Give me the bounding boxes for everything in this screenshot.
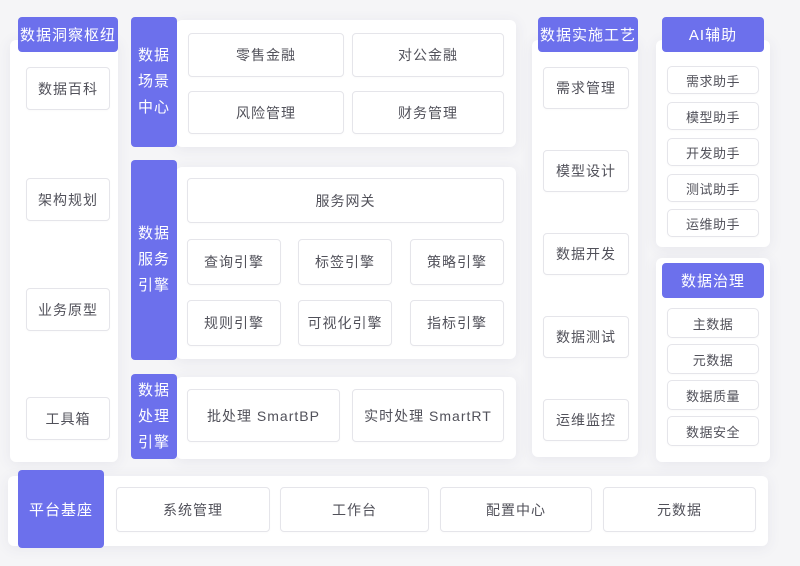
tag-engine: 标签引擎: [298, 239, 392, 285]
architecture-planning: 架构规划: [26, 178, 110, 221]
platform-header: 平台基座: [18, 470, 104, 548]
requirement-assistant: 需求助手: [667, 66, 759, 94]
model-assistant: 模型助手: [667, 102, 759, 130]
process-bar-line: 数据: [137, 381, 170, 399]
risk-management: 风险管理: [188, 91, 344, 134]
service-bar-line: 引擎: [137, 277, 170, 294]
data-security: 数据安全: [667, 416, 759, 446]
batch-processing-smartbp: 批处理 SmartBP: [187, 389, 340, 442]
ops-assistant: 运维助手: [667, 209, 759, 237]
process-bar-line: 处理: [137, 407, 170, 425]
insight-card: [10, 40, 118, 462]
business-prototype: 业务原型: [26, 288, 110, 331]
ai-header: AI辅助: [662, 17, 764, 52]
config-center: 配置中心: [440, 487, 592, 532]
strategy-engine: 策略引擎: [410, 239, 504, 285]
data-encyclopedia: 数据百科: [26, 67, 110, 110]
service-gateway: 服务网关: [187, 178, 504, 223]
service-bar-line: 服务: [137, 251, 170, 268]
toolbox: 工具箱: [26, 397, 110, 440]
ops-monitoring: 运维监控: [543, 399, 629, 441]
requirement-management: 需求管理: [543, 67, 629, 109]
metadata: 元数据: [667, 344, 759, 374]
scene-bar: 数据 场景 中心: [131, 17, 177, 147]
corporate-finance: 对公金融: [352, 33, 504, 77]
metadata-platform: 元数据: [603, 487, 756, 532]
rule-engine: 规则引擎: [187, 300, 281, 346]
workbench: 工作台: [280, 487, 429, 532]
query-engine: 查询引擎: [187, 239, 281, 285]
data-testing: 数据测试: [543, 316, 629, 358]
scene-bar-line: 中心: [137, 99, 170, 116]
indicator-engine: 指标引擎: [410, 300, 504, 346]
service-bar: 数据 服务 引擎: [131, 160, 177, 360]
insight-header: 数据洞察枢纽: [18, 17, 118, 52]
master-data: 主数据: [667, 308, 759, 338]
system-management: 系统管理: [116, 487, 270, 532]
model-design: 模型设计: [543, 150, 629, 192]
financial-management: 财务管理: [352, 91, 504, 134]
realtime-processing-smartrt: 实时处理 SmartRT: [352, 389, 504, 442]
impl-header: 数据实施工艺: [538, 17, 638, 52]
governance-header: 数据治理: [662, 263, 764, 298]
development-assistant: 开发助手: [667, 138, 759, 166]
scene-bar-line: 数据: [137, 47, 170, 64]
process-bar: 数据 处理 引擎: [131, 374, 177, 459]
testing-assistant: 测试助手: [667, 174, 759, 202]
data-quality: 数据质量: [667, 380, 759, 410]
service-bar-line: 数据: [137, 225, 170, 242]
visualization-engine: 可视化引擎: [298, 300, 392, 346]
data-development: 数据开发: [543, 233, 629, 275]
process-bar-line: 引擎: [137, 433, 170, 451]
retail-finance: 零售金融: [188, 33, 344, 77]
scene-bar-line: 场景: [137, 73, 170, 90]
